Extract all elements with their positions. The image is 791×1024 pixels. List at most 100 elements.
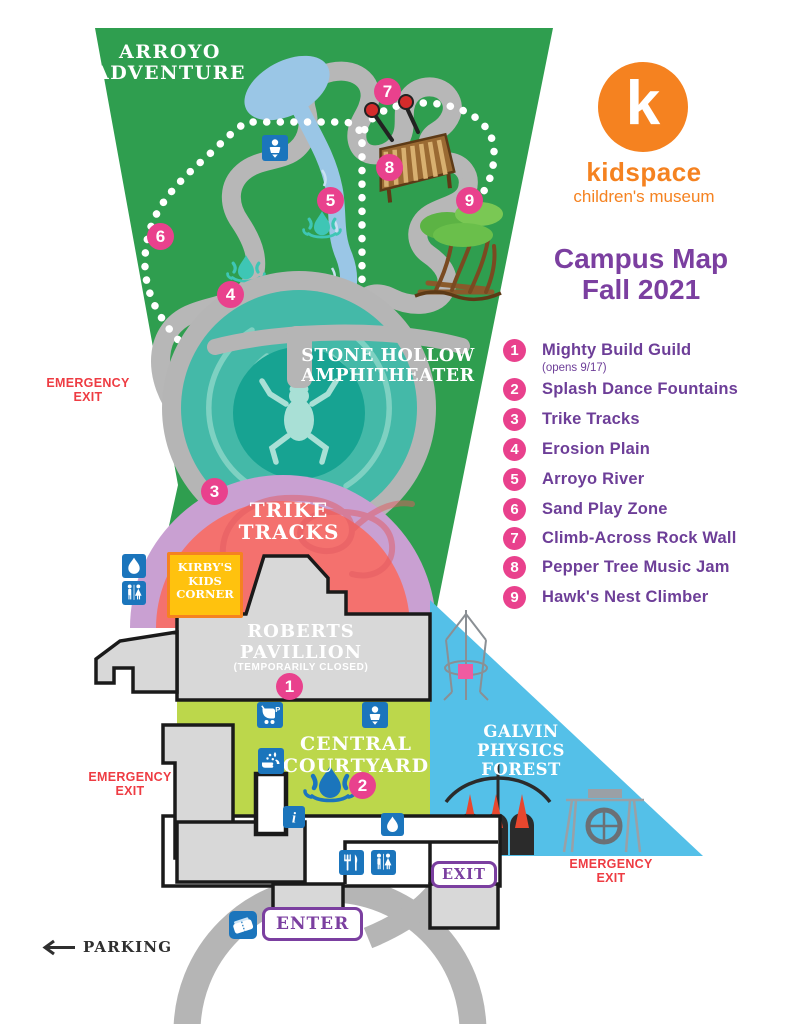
arroyo-line2: ADVENTURE <box>94 62 246 84</box>
legend-item-5: 5 Arroyo River <box>503 468 791 491</box>
roberts-line1: ROBERTS <box>247 621 355 642</box>
buildings <box>94 554 502 934</box>
roberts-pavillion-label: ROBERTS PAVILLION <box>239 621 363 663</box>
trike-line2: TRACKS <box>238 520 340 544</box>
enter-sign: ENTER <box>262 907 364 941</box>
amphitheater-line2: AMPHITHEATER <box>301 365 475 386</box>
legend-item-4: 4 Erosion Plain <box>503 438 791 461</box>
emergency-exit-label-southeast: EMERGENCY EXIT <box>569 857 653 885</box>
physics-exhibit-tower <box>443 610 489 701</box>
galvin-line3: FOREST <box>481 760 561 779</box>
food-icon <box>339 850 364 875</box>
map-marker-5: 5 <box>317 187 344 214</box>
legend-label-5: Arroyo River <box>542 470 645 488</box>
emergency-line2: EXIT <box>115 783 145 798</box>
galvin-line1: GALVIN <box>483 722 559 741</box>
emergency-exit-label-west: EMERGENCY EXIT <box>46 376 130 404</box>
exit-sign: EXIT <box>431 861 497 888</box>
map-marker-7: 7 <box>374 78 401 105</box>
emergency-line2: EXIT <box>596 870 626 885</box>
emergency-line1: EMERGENCY <box>88 770 172 784</box>
roberts-pavillion-note: (TEMPORARILY CLOSED) <box>233 662 369 673</box>
legend-label-8: Pepper Tree Music Jam <box>542 558 730 576</box>
emergency-line1: EMERGENCY <box>569 857 653 871</box>
trike-line1: TRIKE <box>249 498 329 522</box>
stroller-parking-icon: P <box>257 702 283 728</box>
galvin-line2: PHYSICS <box>477 741 565 760</box>
legend-label-1: Mighty Build Guild <box>542 341 692 359</box>
legend-item-9: 9 Hawk's Nest Climber <box>503 586 791 609</box>
logo-letter: k <box>625 69 661 138</box>
kirby-line3: CORNER <box>176 587 234 601</box>
map-marker-9: 9 <box>456 187 483 214</box>
left-arrow-icon <box>42 939 75 955</box>
legend-badge-7: 7 <box>503 527 526 550</box>
legend-label-9: Hawk's Nest Climber <box>542 588 709 606</box>
legend-badge-8: 8 <box>503 556 526 579</box>
exit-walkway <box>428 882 500 930</box>
legend-item-1: 1 Mighty Build Guild (opens 9/17) <box>503 339 791 374</box>
physics-exhibit-wheel <box>562 789 644 853</box>
legend-badge-4: 4 <box>503 438 526 461</box>
title-line2: Fall 2021 <box>581 274 701 305</box>
water-drop-icon <box>122 554 146 578</box>
parking-sign: PARKING <box>40 938 172 956</box>
baby-changing-icon <box>362 702 388 728</box>
splash-dance-fountain-icon <box>303 766 357 803</box>
page-title: Campus Map Fall 2021 <box>554 243 728 305</box>
legend-badge-9: 9 <box>503 586 526 609</box>
map-marker-1: 1 <box>276 673 303 700</box>
legend-item-3: 3 Trike Tracks <box>503 408 791 431</box>
legend-badge-3: 3 <box>503 408 526 431</box>
legend-item-6: 6 Sand Play Zone <box>503 498 791 521</box>
legend-note-1: (opens 9/17) <box>542 362 607 374</box>
brand-name: kidspace <box>586 157 702 187</box>
legend-badge-2: 2 <box>503 378 526 401</box>
kirbys-kids-corner-label: KIRBY'S KIDS CORNER <box>167 552 243 618</box>
stone-hollow-amphitheater-area <box>162 271 470 545</box>
map-marker-3: 3 <box>201 478 228 505</box>
courtyard-line2: COURTYARD <box>282 754 430 777</box>
legend-item-2: 2 Splash Dance Fountains <box>503 378 791 401</box>
roberts-line2: PAVILLION <box>239 641 363 663</box>
restroom-icon <box>122 581 146 605</box>
kirby-line2: KIDS <box>188 573 222 588</box>
map-marker-6: 6 <box>147 223 174 250</box>
emergency-line2: EXIT <box>73 389 103 404</box>
map-marker-4: 4 <box>217 281 244 308</box>
roberts-pavillion-annex <box>94 629 179 694</box>
arroyo-line1: ARROYO <box>119 41 221 63</box>
frog-illustration <box>259 378 339 465</box>
legend-item-7: 7 Climb-Across Rock Wall <box>503 527 791 550</box>
parking-label: PARKING <box>83 938 173 956</box>
legend-label-7: Climb-Across Rock Wall <box>542 529 737 547</box>
south-building-room <box>175 820 307 884</box>
stroller-p-glyph: P <box>275 705 280 714</box>
legend-label-6: Sand Play Zone <box>542 500 668 518</box>
legend-label-4: Erosion Plain <box>542 440 651 458</box>
emergency-line1: EMERGENCY <box>46 376 130 390</box>
splash-icon <box>302 211 342 239</box>
info-i-glyph: i <box>292 810 297 826</box>
amphitheater-line1: STONE HOLLOW <box>301 346 475 366</box>
tickets-icon <box>229 911 257 939</box>
info-icon: i <box>283 806 305 828</box>
title-line1: Campus Map <box>553 243 729 274</box>
arroyo-adventure-label: ARROYO ADVENTURE <box>94 42 246 84</box>
legend-badge-1: 1 <box>503 339 526 362</box>
emergency-exit-label-southwest: EMERGENCY EXIT <box>88 770 172 798</box>
courtyard-line1: CENTRAL <box>299 733 413 755</box>
legend-label-3: Trike Tracks <box>542 410 640 428</box>
baby-changing-icon <box>262 135 288 161</box>
hand-washing-icon <box>258 748 284 774</box>
central-courtyard-label: CENTRAL COURTYARD <box>282 733 430 777</box>
water-drop-icon <box>381 813 404 836</box>
courtyard-structure <box>253 771 289 837</box>
restroom-icon <box>371 850 396 875</box>
map-marker-2: 2 <box>349 772 376 799</box>
trike-track-loops <box>219 494 415 579</box>
legend-badge-5: 5 <box>503 468 526 491</box>
map-marker-8: 8 <box>376 154 403 181</box>
amphitheater-label: STONE HOLLOW AMPHITHEATER <box>301 346 475 386</box>
